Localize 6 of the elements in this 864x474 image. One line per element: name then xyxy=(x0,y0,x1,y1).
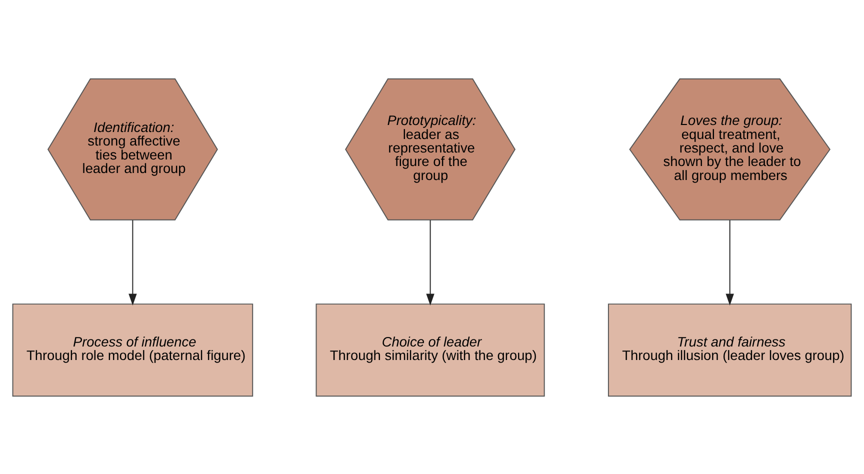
arrow xyxy=(726,219,734,305)
arrow xyxy=(128,219,137,305)
node-box: Process of influence Through role model (paternal figure) xyxy=(12,303,254,396)
node-box: Trust and fairness Through illusion (leader loves group) xyxy=(608,303,852,396)
node-box: Choice of leader Through similarity (with the group) xyxy=(316,303,545,396)
arrow xyxy=(426,219,434,305)
